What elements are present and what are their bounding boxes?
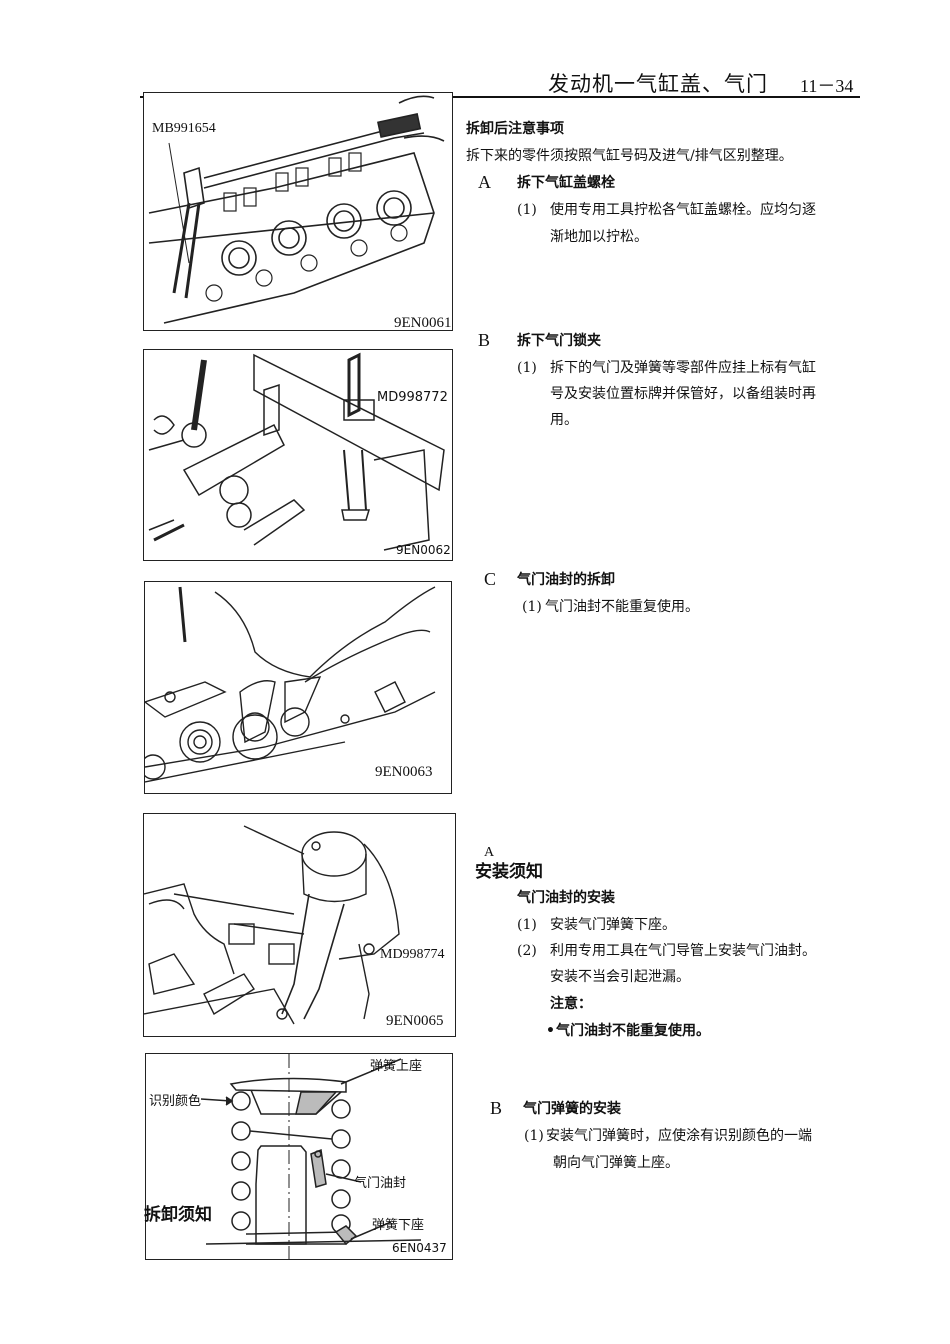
removal-instructions-heading: 拆卸须知 <box>144 1205 212 1225</box>
section-letter-a: A <box>478 172 491 192</box>
section-title: 拆下气门锁夹 <box>517 333 601 349</box>
figure-code: 9EN0063 <box>375 764 433 780</box>
figure-code: 9EN0061 <box>394 315 452 331</box>
section-title: 气门油封的安装 <box>517 890 615 906</box>
item-text: 朝向气门弹簧上座。 <box>553 1155 679 1171</box>
pliers-illustration-icon <box>145 586 436 783</box>
item-text: 使用专用工具拧松各气缸盖螺栓。应均匀逐 <box>550 202 816 218</box>
item-number: (2) <box>517 943 537 959</box>
item-text: 气门油封不能重复使用。 <box>545 599 699 615</box>
item-number: (1) <box>517 360 537 376</box>
item-number: (1) <box>517 202 537 218</box>
section-title: 气门弹簧的安装 <box>523 1101 621 1117</box>
item-number: (1) <box>524 1128 544 1144</box>
figure-valve-stem-seal-installer: MD998774 9EN0065 <box>143 813 456 1037</box>
section-letter-c: C <box>484 569 497 589</box>
label-identification-color: 识别颜色 <box>149 1094 202 1109</box>
removal-notes-title: 拆卸后注意事项 <box>466 121 564 137</box>
section-title: 拆下气缸盖螺栓 <box>517 175 615 191</box>
item-text: 利用专用工具在气门导管上安装气门油封。 <box>550 943 816 959</box>
tool-label-md998774: MD998774 <box>380 947 445 962</box>
section-title: 气门油封的拆卸 <box>517 572 615 588</box>
removal-notes-intro: 拆下来的零件须按照气缸号码及进气/排气区别整理。 <box>466 148 793 164</box>
item-text: 拆下的气门及弹簧等零部件应挂上标有气缸 <box>550 360 816 376</box>
figure-code: 6EN0437 <box>392 1241 447 1255</box>
figure-code: 9EN0062 <box>396 543 451 557</box>
item-text: 安装不当会引起泄漏。 <box>550 969 690 985</box>
label-valve-stem-seal: 气门油封 <box>354 1176 407 1191</box>
caution-bullet: 气门油封不能重复使用。 <box>556 1023 710 1039</box>
header-divider <box>140 96 860 98</box>
figure-valve-spring-section: 弹簧上座 识别颜色 气门油封 弹簧下座 6EN0437 <box>145 1053 453 1260</box>
tool-label-mb991654: MB991654 <box>152 121 216 136</box>
compressor-illustration-icon <box>148 352 445 551</box>
engine-illustration-icon <box>148 95 445 324</box>
label-upper-spring-seat: 弹簧上座 <box>370 1059 423 1074</box>
chapter-title: 发动机一气缸盖、气门 <box>548 72 768 96</box>
item-number: (1) <box>517 917 537 933</box>
figure-cylinder-head-bolts: MB991654 9EN0061 <box>143 92 453 331</box>
item-text: 安装气门弹簧下座。 <box>550 917 676 933</box>
caution-bullet-dot: • <box>546 1023 555 1039</box>
item-text: 用。 <box>550 412 578 428</box>
spring-section-illustration-icon <box>200 1054 422 1259</box>
tool-label-md998772: MD998772 <box>377 390 448 405</box>
figure-valve-spring-compressor: MD998772 9EN0062 <box>143 349 453 561</box>
section-letter-b: B <box>490 1098 503 1118</box>
section-letter-a: A <box>484 845 495 860</box>
installer-illustration-icon <box>144 825 400 1025</box>
figure-valve-stem-seal-removal: 9EN0063 <box>144 581 452 794</box>
label-lower-spring-seat: 弹簧下座 <box>372 1218 425 1233</box>
item-text: 安装气门弹簧时，应使涂有识别颜色的一端 <box>546 1128 812 1144</box>
figure-code: 9EN0065 <box>386 1013 444 1029</box>
install-instructions-heading: 安装须知 <box>475 862 543 882</box>
item-text: 号及安装位置标牌并保管好，以备组装时再 <box>550 386 816 402</box>
page-number: 11－34 <box>800 76 854 96</box>
item-text: 渐地加以拧松。 <box>550 229 648 245</box>
item-number: (1) <box>522 599 542 615</box>
section-letter-b: B <box>478 330 491 350</box>
caution-label: 注意： <box>550 996 592 1012</box>
